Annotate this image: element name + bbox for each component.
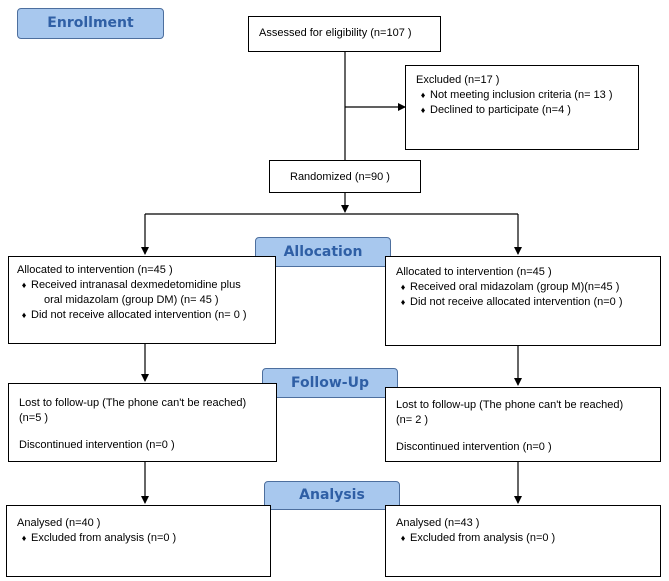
followup-stage-label: Follow-Up <box>262 368 398 398</box>
left-not-received-text: ♦Did not receive allocated intervention … <box>17 308 275 323</box>
bullet-icon: ♦ <box>21 280 27 290</box>
left-received-text-cont: oral midazolam (group DM) (n= 45 ) <box>44 294 219 306</box>
bullet-icon: ♦ <box>420 105 426 115</box>
right-excluded-analysis-text: ♦Excluded from analysis (n=0 ) <box>396 531 660 546</box>
right-lost-text: Lost to follow-up (The phone can't be re… <box>396 399 624 411</box>
assessed-box: Assessed for eligibility (n=107 ) <box>248 16 441 52</box>
bullet-icon: ♦ <box>420 90 426 100</box>
right-analysed-text: Analysed (n=43 ) <box>396 517 480 529</box>
right-not-received-text: ♦Did not receive allocated intervention … <box>396 295 660 310</box>
bullet-icon: ♦ <box>400 297 406 307</box>
assessed-text: Assessed for eligibility (n=107 ) <box>259 27 412 39</box>
bullet-icon: ♦ <box>21 310 27 320</box>
right-discontinued-text: Discontinued intervention (n=0 ) <box>396 441 552 453</box>
excluded-box: Excluded (n=17 ) ♦Not meeting inclusion … <box>405 65 639 150</box>
left-lost-text-cont: (n=5 ) <box>19 412 49 424</box>
analysis-stage-label: Analysis <box>264 481 400 510</box>
bullet-icon: ♦ <box>400 533 406 543</box>
excluded-item: ♦Not meeting inclusion criteria (n= 13 ) <box>416 88 638 103</box>
left-lost-text: Lost to follow-up (The phone can't be re… <box>19 397 247 409</box>
allocation-stage-label: Allocation <box>255 237 391 267</box>
bullet-icon: ♦ <box>21 533 27 543</box>
enrollment-stage-label: Enrollment <box>17 8 164 39</box>
left-received-text: ♦Received intranasal dexmedetomidine plu… <box>17 278 275 293</box>
excluded-item: ♦Declined to participate (n=4 ) <box>416 103 638 118</box>
excluded-title: Excluded (n=17 ) <box>416 74 500 86</box>
left-analysis-box: Analysed (n=40 ) ♦Excluded from analysis… <box>6 505 271 577</box>
right-received-text: ♦Received oral midazolam (group M)(n=45 … <box>396 280 660 295</box>
right-lost-text-cont: (n= 2 ) <box>396 414 429 426</box>
bullet-icon: ♦ <box>400 282 406 292</box>
left-analysed-text: Analysed (n=40 ) <box>17 517 101 529</box>
left-followup-box: Lost to follow-up (The phone can't be re… <box>8 383 277 462</box>
randomized-text: Randomized (n=90 ) <box>290 171 390 183</box>
randomized-box: Randomized (n=90 ) <box>269 160 421 193</box>
right-followup-box: Lost to follow-up (The phone can't be re… <box>385 387 661 462</box>
left-excluded-analysis-text: ♦Excluded from analysis (n=0 ) <box>17 531 270 546</box>
right-analysis-box: Analysed (n=43 ) ♦Excluded from analysis… <box>385 505 661 577</box>
right-allocation-box: Allocated to intervention (n=45 ) ♦Recei… <box>385 256 661 346</box>
left-allocated-text: Allocated to intervention (n=45 ) <box>17 264 173 276</box>
right-allocated-text: Allocated to intervention (n=45 ) <box>396 266 552 278</box>
left-allocation-box: Allocated to intervention (n=45 ) ♦Recei… <box>8 256 276 344</box>
left-discontinued-text: Discontinued intervention (n=0 ) <box>19 439 175 451</box>
